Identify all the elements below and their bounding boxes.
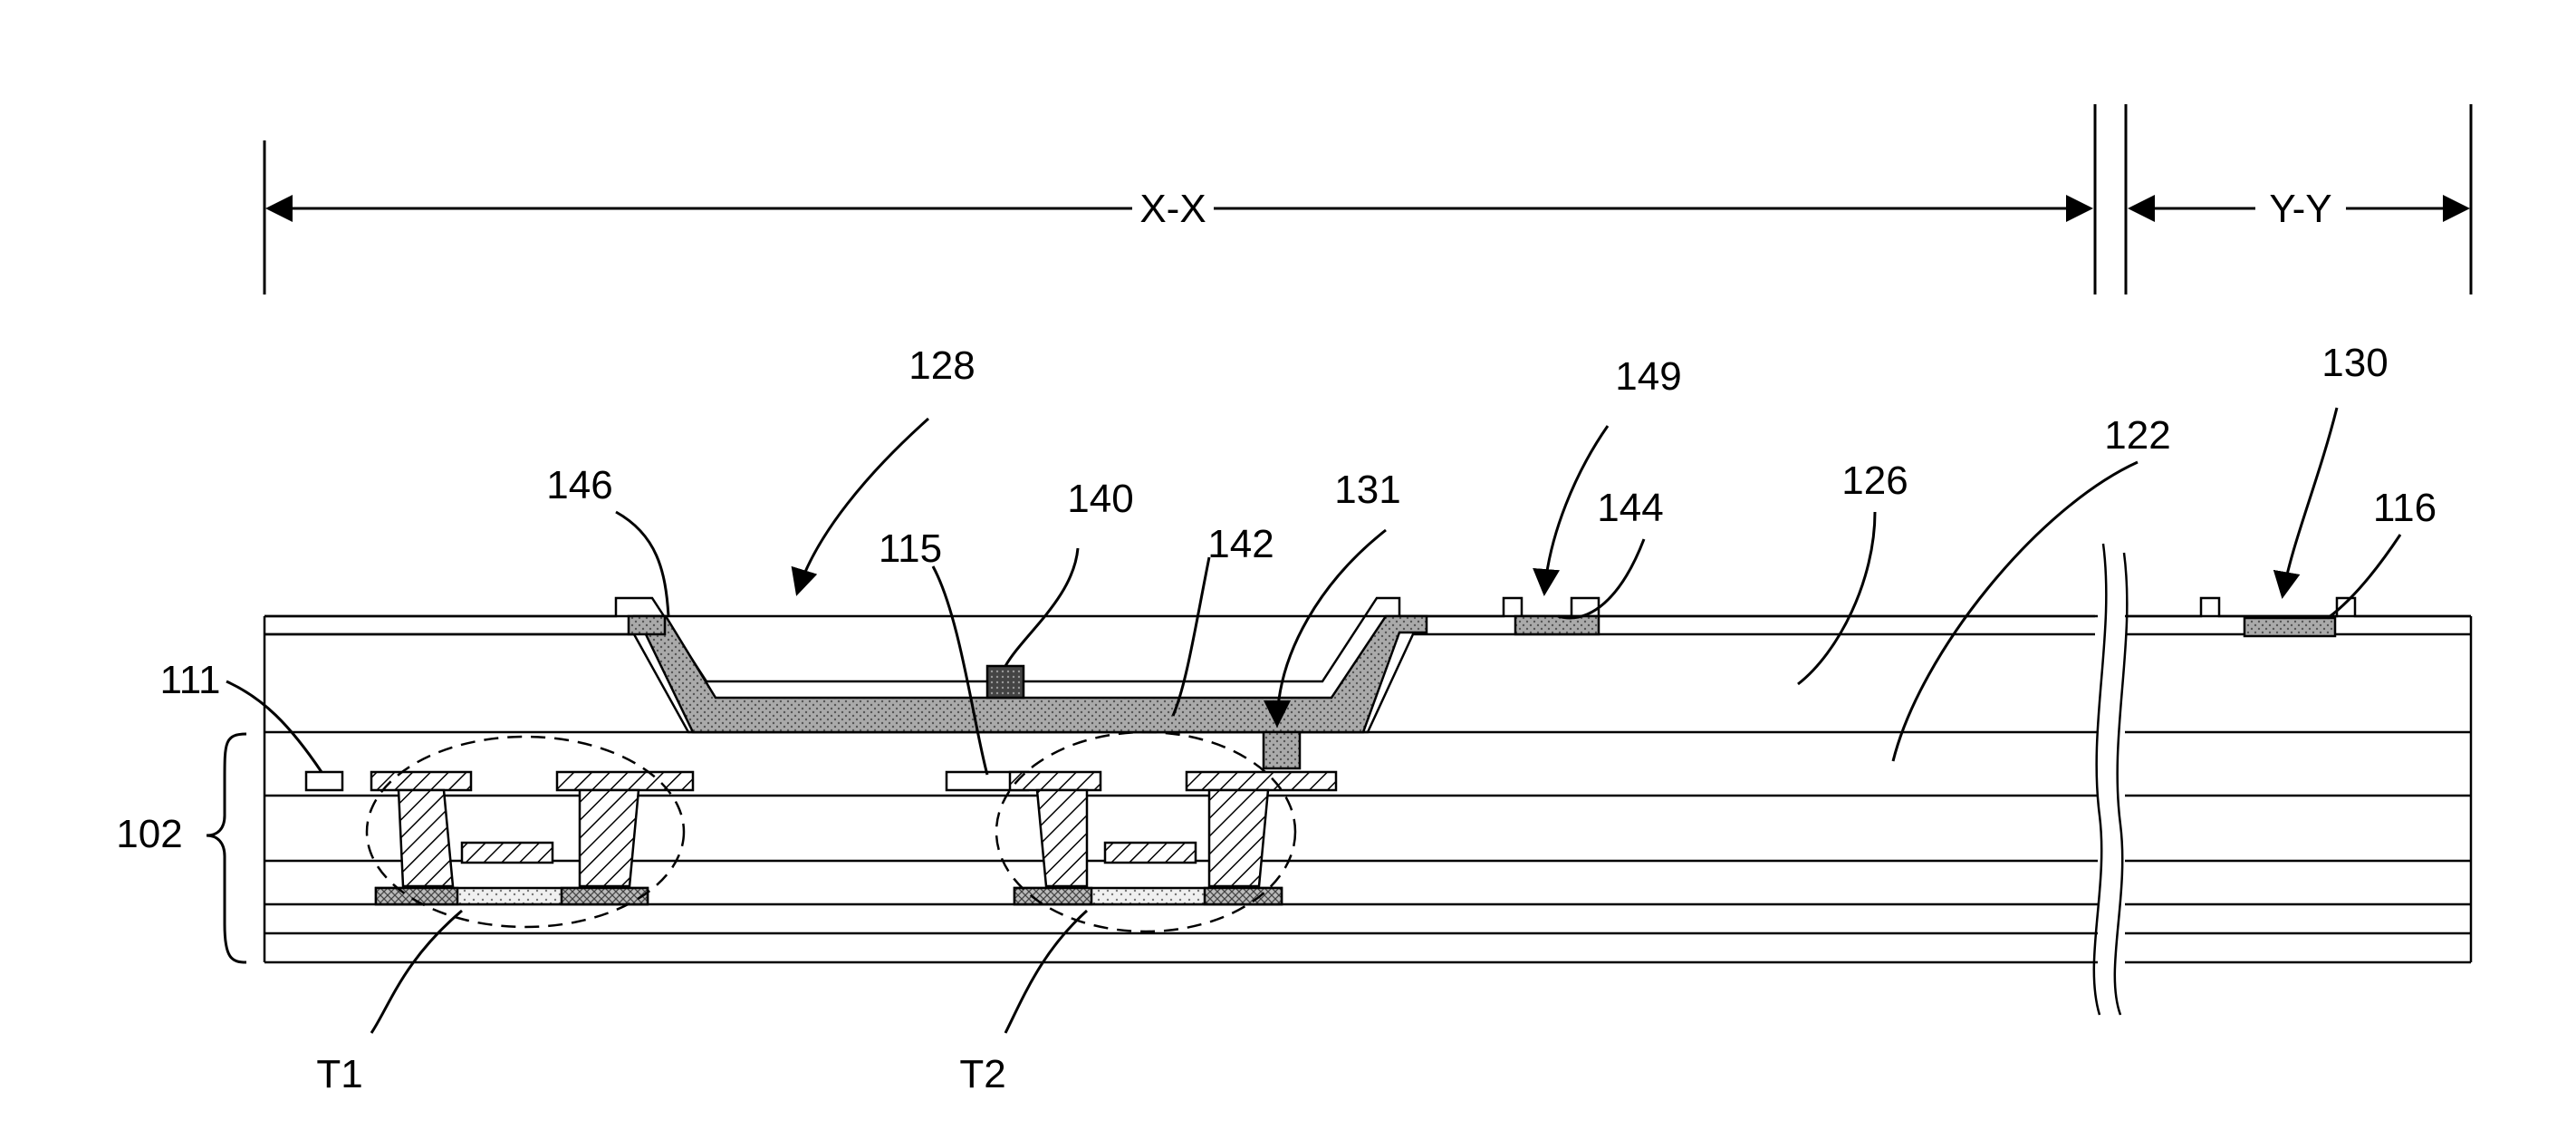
label-126: 126	[1841, 458, 1908, 503]
pad-116	[2244, 618, 2335, 636]
element-140	[987, 666, 1024, 698]
label-116: 116	[2373, 486, 2437, 530]
label-111: 111	[160, 658, 221, 702]
dimension-xx-label: X-X	[1139, 187, 1206, 231]
via-131	[1264, 732, 1300, 768]
label-131: 131	[1334, 468, 1400, 512]
label-130: 130	[2321, 341, 2388, 385]
label-146: 146	[546, 463, 612, 507]
pad-144	[1515, 616, 1599, 634]
label-128: 128	[908, 343, 975, 388]
label-144: 144	[1597, 486, 1663, 530]
label-149: 149	[1615, 354, 1681, 399]
label-140: 140	[1067, 477, 1133, 521]
dimension-yy-label: Y-Y	[2269, 187, 2331, 231]
label-122: 122	[2104, 413, 2170, 458]
transistor-t1	[306, 737, 693, 927]
dimension-lines: X-X Y-Y	[264, 104, 2471, 294]
label-142: 142	[1207, 522, 1274, 566]
bank-146	[629, 616, 665, 634]
label-102: 102	[116, 812, 182, 856]
label-t1: T1	[316, 1052, 362, 1096]
label-t2: T2	[959, 1052, 1005, 1096]
brace-102	[207, 734, 246, 962]
break-lines	[2094, 535, 2128, 1015]
label-115: 115	[879, 526, 942, 571]
